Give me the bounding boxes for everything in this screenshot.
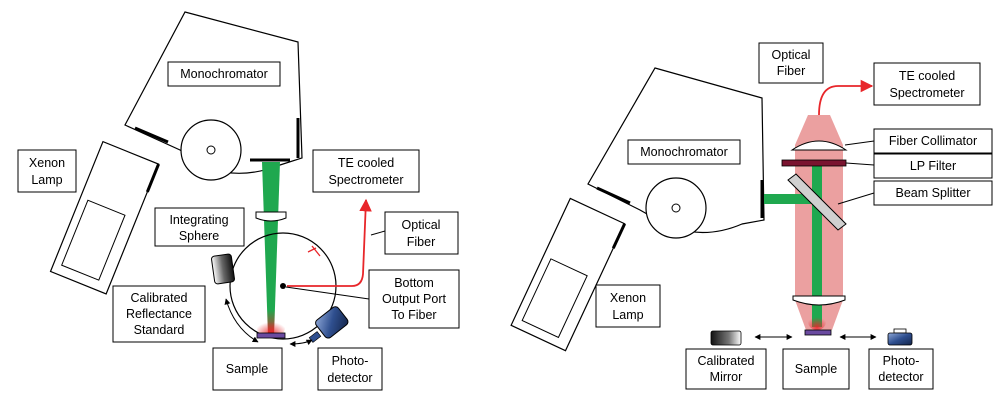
svg-text:Optical: Optical [772, 48, 811, 62]
svg-text:detector: detector [327, 371, 372, 385]
xenon-lamp-right [510, 197, 627, 352]
optical-fiber-left [287, 198, 372, 287]
monochromator-left [124, 11, 303, 181]
label-output-port: Bottom Output Port To Fiber [368, 269, 460, 329]
lp-filter [781, 159, 847, 167]
svg-text:Standard: Standard [134, 323, 185, 337]
svg-text:To Fiber: To Fiber [391, 308, 436, 322]
optical-fiber-right [818, 79, 874, 116]
sample-right [804, 329, 832, 336]
label-fiber-collimator: Fiber Collimator [873, 128, 993, 154]
svg-text:Mirror: Mirror [710, 370, 743, 384]
svg-text:Bottom: Bottom [394, 276, 434, 290]
left-setup: Monochromator Xenon Lamp TE cooled Spect… [17, 11, 460, 391]
svg-text:Spectrometer: Spectrometer [889, 86, 964, 100]
svg-text:Photo-: Photo- [332, 354, 369, 368]
svg-text:Calibrated: Calibrated [131, 291, 188, 305]
svg-text:Lamp: Lamp [31, 173, 62, 187]
label-xenon-lamp-left: Xenon Lamp [17, 149, 77, 193]
lens-left [255, 211, 287, 222]
label-optical-fiber-right: Optical Fiber [758, 42, 824, 84]
label-integrating-sphere: Integrating Sphere [154, 207, 245, 247]
fiber-collimator-lens [790, 140, 848, 151]
port-arrows [307, 245, 321, 257]
svg-text:Xenon: Xenon [29, 156, 65, 170]
label-te-spectrometer-left: TE cooled Spectrometer [312, 149, 420, 193]
photodetector-right [887, 328, 913, 346]
svg-text:TE cooled: TE cooled [899, 69, 955, 83]
splitter-callout-line [837, 192, 875, 205]
label-monochromator-right: Monochromator [627, 139, 741, 165]
label-monochromator-left: Monochromator [167, 61, 281, 87]
svg-text:Calibrated: Calibrated [698, 354, 755, 368]
svg-text:TE cooled: TE cooled [338, 156, 394, 170]
svg-text:Fiber Collimator: Fiber Collimator [889, 134, 977, 148]
svg-text:detector: detector [878, 370, 923, 384]
svg-text:Optical: Optical [402, 218, 441, 232]
calibrated-mirror [710, 330, 742, 346]
label-sample-left: Sample [212, 347, 283, 391]
svg-text:Beam Splitter: Beam Splitter [895, 186, 970, 200]
photodetector-left [315, 306, 349, 339]
label-calibrated-mirror: Calibrated Mirror [685, 348, 767, 390]
svg-text:Photo-: Photo- [883, 354, 920, 368]
reflectance-standard [211, 253, 235, 285]
svg-text:Xenon: Xenon [610, 291, 646, 305]
xenon-lamp-left [49, 140, 160, 295]
label-beam-splitter: Beam Splitter [873, 180, 993, 206]
svg-text:Reflectance: Reflectance [126, 307, 192, 321]
svg-text:LP Filter: LP Filter [910, 159, 956, 173]
svg-text:Monochromator: Monochromator [180, 67, 268, 81]
bottom-lens [792, 295, 846, 306]
label-optical-fiber-left: Optical Fiber [384, 211, 459, 255]
label-te-spectrometer-right: TE cooled Spectrometer [873, 62, 981, 106]
svg-text:Output Port: Output Port [382, 292, 446, 306]
rotation-arrow-left [224, 298, 259, 343]
fiber-callout-line [370, 230, 386, 236]
svg-text:Sample: Sample [795, 362, 837, 376]
svg-text:Lamp: Lamp [612, 308, 643, 322]
beam-splitter [787, 173, 847, 231]
svg-text:Sphere: Sphere [179, 229, 219, 243]
label-photodetector-left: Photo- detector [317, 347, 383, 391]
label-sample-right: Sample [782, 348, 850, 390]
collimator-callout-line [844, 140, 875, 146]
svg-text:Integrating: Integrating [169, 213, 228, 227]
svg-text:Sample: Sample [226, 362, 268, 376]
output-port-dot [280, 283, 286, 289]
excitation-beam-right-vertical [812, 162, 822, 327]
lp-filter-callout-line [845, 162, 875, 166]
label-lp-filter: LP Filter [873, 153, 993, 179]
port-callout-line [285, 286, 370, 300]
svg-text:Fiber: Fiber [407, 235, 435, 249]
svg-text:Fiber: Fiber [777, 64, 805, 78]
label-reflectance-standard: Calibrated Reflectance Standard [112, 285, 206, 343]
excitation-beam-right-horizontal [764, 194, 812, 204]
sample-left [256, 332, 286, 339]
label-xenon-lamp-right: Xenon Lamp [595, 284, 661, 328]
rotation-arrow-right [289, 339, 313, 347]
label-photodetector-right: Photo- detector [868, 348, 934, 390]
excitation-beam-left [262, 162, 280, 336]
svg-text:Monochromator: Monochromator [640, 145, 728, 159]
right-setup: Optical Fiber TE cooled Spectrometer Mon… [510, 42, 993, 390]
svg-text:Spectrometer: Spectrometer [328, 173, 403, 187]
